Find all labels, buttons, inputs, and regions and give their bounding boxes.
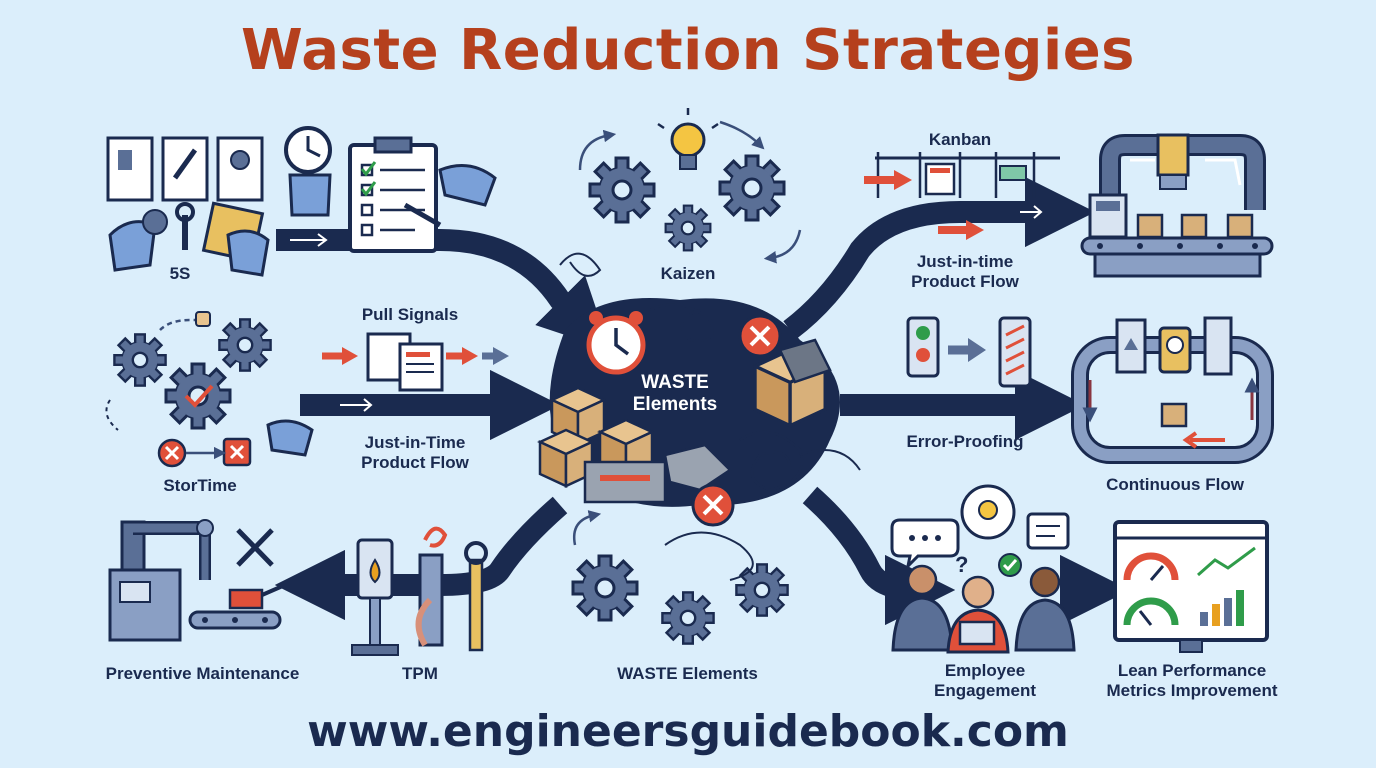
waste-center-label: WASTE Elements [632,372,718,415]
arrow-waste-to-employee [802,486,956,626]
label-error-proofing: Error-Proofing [906,432,1024,451]
hand-icon [266,419,314,457]
label-lean-metrics: Lean Performance Metrics Improvement [1106,661,1278,700]
pull-signals-illustration [322,332,509,392]
label-pull-signals: Pull Signals [361,305,459,324]
hand-icon [288,173,332,217]
gear-icon [164,362,232,430]
lean-metrics-monitor [1113,520,1269,653]
label-preventive-maintenance: Preventive Maintenance [105,664,300,683]
gauge-icon [1123,597,1179,626]
label-employee-engagement: Employee Engagement [933,661,1037,700]
waste-elements-gears [571,510,789,645]
label-continuous-flow: Continuous Flow [1106,475,1244,494]
label-jit-left: Just-in-Time Product Flow [361,433,469,472]
five-s-illustration [106,126,332,277]
kaizen-illustration [578,108,802,264]
oil-can-icon [228,583,286,610]
person-icon [946,575,1010,654]
person-icon [1014,566,1076,652]
gear-icon [718,154,786,222]
footer-url: www.engineersguidebook.com [307,706,1069,757]
hand-icon [108,220,157,272]
cardboard-box-icon [1180,213,1208,239]
document-icon [161,136,209,202]
wrench-icon [236,528,274,567]
x-mark-icon [691,483,735,527]
cardboard-box-icon [1136,213,1164,239]
alarm-clock-icon [586,311,646,375]
gear-icon [571,554,639,622]
gear-icon [588,156,656,224]
gear-icon [218,318,272,372]
speech-bubble-icon [890,518,960,571]
label-jit-right: Just-in-time Product Flow [911,252,1019,291]
gear-icon [664,204,712,252]
page-title: Waste Reduction Strategies [240,18,1136,83]
lightbulb-icon [978,500,998,520]
arrow-waste-to-jit-right [783,176,1096,339]
arrow-waste-to-pm [274,496,568,621]
label-stortime: StorTime [163,476,237,495]
employee-engagement-illustration: ? [890,484,1076,654]
label-kanban: Kanban [928,130,992,149]
svg-text:?: ? [955,552,968,577]
preventive-maintenance-illustration [108,519,286,642]
waste-pile [538,252,861,527]
gear-icon [661,591,715,645]
error-proofing-illustration [906,316,1032,388]
continuous-flow-illustration [1071,316,1274,464]
label-waste-elements: WASTE Elements [617,664,758,683]
kanban-board-icon [864,152,1060,240]
cardboard-box-icon [1226,213,1254,239]
hand-icon [438,164,497,207]
x-mark-icon [738,314,782,358]
gear-icon [735,563,789,617]
label-tpm: TPM [402,664,438,683]
cardboard-box-icon [1160,402,1188,428]
bar-chart-icon [1200,590,1244,626]
flow-arrows [274,176,1131,626]
arrow-5s-to-waste [276,229,610,350]
lightbulb-icon [657,108,719,170]
gear-icon [113,333,167,387]
gauge-icon [1123,552,1179,581]
hand-icon [226,229,270,277]
label-5s: 5S [169,264,191,283]
tpm-illustration [351,526,488,656]
clipboard-checklist-icon [348,136,497,253]
stortime-illustration [105,311,314,468]
label-kaizen: Kaizen [660,264,716,283]
conveyor-machine-icon [1080,133,1274,278]
robot-arm-icon [120,519,214,582]
